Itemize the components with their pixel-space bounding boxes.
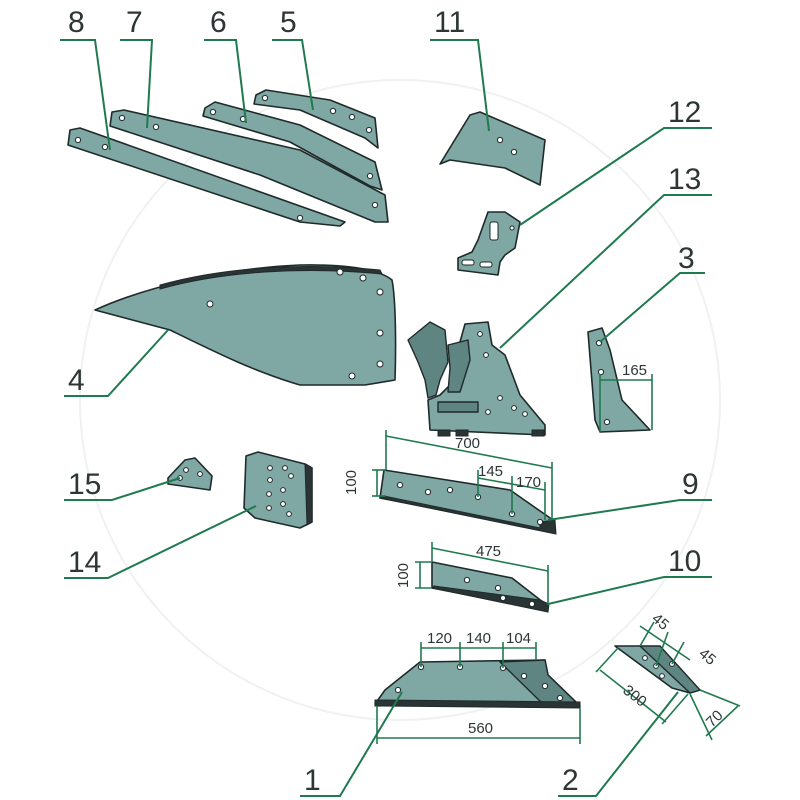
part-2 — [614, 645, 701, 694]
callout-7: 7 — [126, 6, 143, 39]
leader-5 — [272, 39, 314, 111]
part-13 — [407, 321, 546, 437]
callout-9: 9 — [682, 468, 699, 501]
callout-3: 3 — [678, 242, 695, 275]
leader-13 — [499, 194, 712, 349]
part-7 — [109, 109, 389, 223]
callout-15: 15 — [68, 468, 101, 501]
part-1 — [374, 659, 581, 709]
callout-4: 4 — [68, 364, 85, 397]
callout-13: 13 — [668, 163, 701, 196]
callout-6: 6 — [210, 6, 227, 39]
dim-1-hole-104: 104 — [506, 630, 531, 647]
part-11 — [439, 111, 546, 186]
callout-2: 2 — [562, 764, 579, 797]
callout-5: 5 — [280, 6, 297, 39]
leader-1 — [300, 691, 403, 797]
leader-9 — [547, 499, 712, 521]
leader-15 — [64, 477, 181, 501]
callout-11: 11 — [434, 6, 465, 39]
leader-4 — [64, 329, 169, 397]
part-4 — [94, 264, 397, 386]
part-12 — [457, 211, 521, 276]
callouts: 8 7 6 5 11 12 13 3 4 15 14 9 10 1 2 — [60, 6, 712, 797]
part-15 — [167, 457, 213, 491]
part-14 — [243, 451, 313, 529]
dim-9-width: 700 — [455, 435, 480, 452]
dim-3-width: 165 — [622, 362, 647, 379]
dim-1-hole-120: 120 — [427, 630, 452, 647]
dim-line-2-length — [599, 669, 667, 723]
callout-1: 1 — [304, 764, 321, 797]
leader-12 — [519, 127, 712, 226]
dim-9-hole-170: 170 — [516, 474, 541, 491]
dim-9-height: 100 — [343, 470, 360, 495]
callout-14: 14 — [68, 546, 101, 579]
part-9 — [378, 469, 557, 535]
dimensions: 700 100 145 170 475 100 165 560 — [343, 362, 741, 744]
dim-1-hole-140: 140 — [466, 630, 491, 647]
leader-10 — [547, 576, 712, 605]
dim-1-width: 560 — [468, 720, 493, 737]
callout-8: 8 — [68, 6, 85, 39]
leader-6 — [204, 39, 247, 124]
leader-3 — [599, 272, 705, 343]
dim-9-hole-145: 145 — [478, 463, 503, 480]
leader-14 — [64, 505, 257, 579]
part-8 — [67, 127, 346, 227]
dim-line-9-width — [385, 435, 553, 469]
part-3 — [587, 327, 651, 433]
watermark-ring — [79, 79, 721, 721]
leader-7 — [120, 39, 154, 129]
dim-10-height: 100 — [395, 563, 412, 588]
dim-line-2-width — [705, 705, 739, 737]
dim-2-hole-45b: 45 — [695, 645, 719, 669]
dim-2-hole-45a: 45 — [648, 610, 672, 634]
dim-10-width: 475 — [476, 543, 501, 560]
leader-8 — [60, 39, 111, 151]
part-10 — [430, 561, 550, 613]
dim-line-10-width — [431, 547, 549, 572]
part-5 — [253, 89, 379, 149]
part-6 — [202, 101, 383, 191]
callout-10: 10 — [668, 545, 701, 578]
callout-12: 12 — [668, 96, 701, 129]
leader-11 — [430, 39, 490, 132]
leader-2 — [558, 691, 679, 797]
